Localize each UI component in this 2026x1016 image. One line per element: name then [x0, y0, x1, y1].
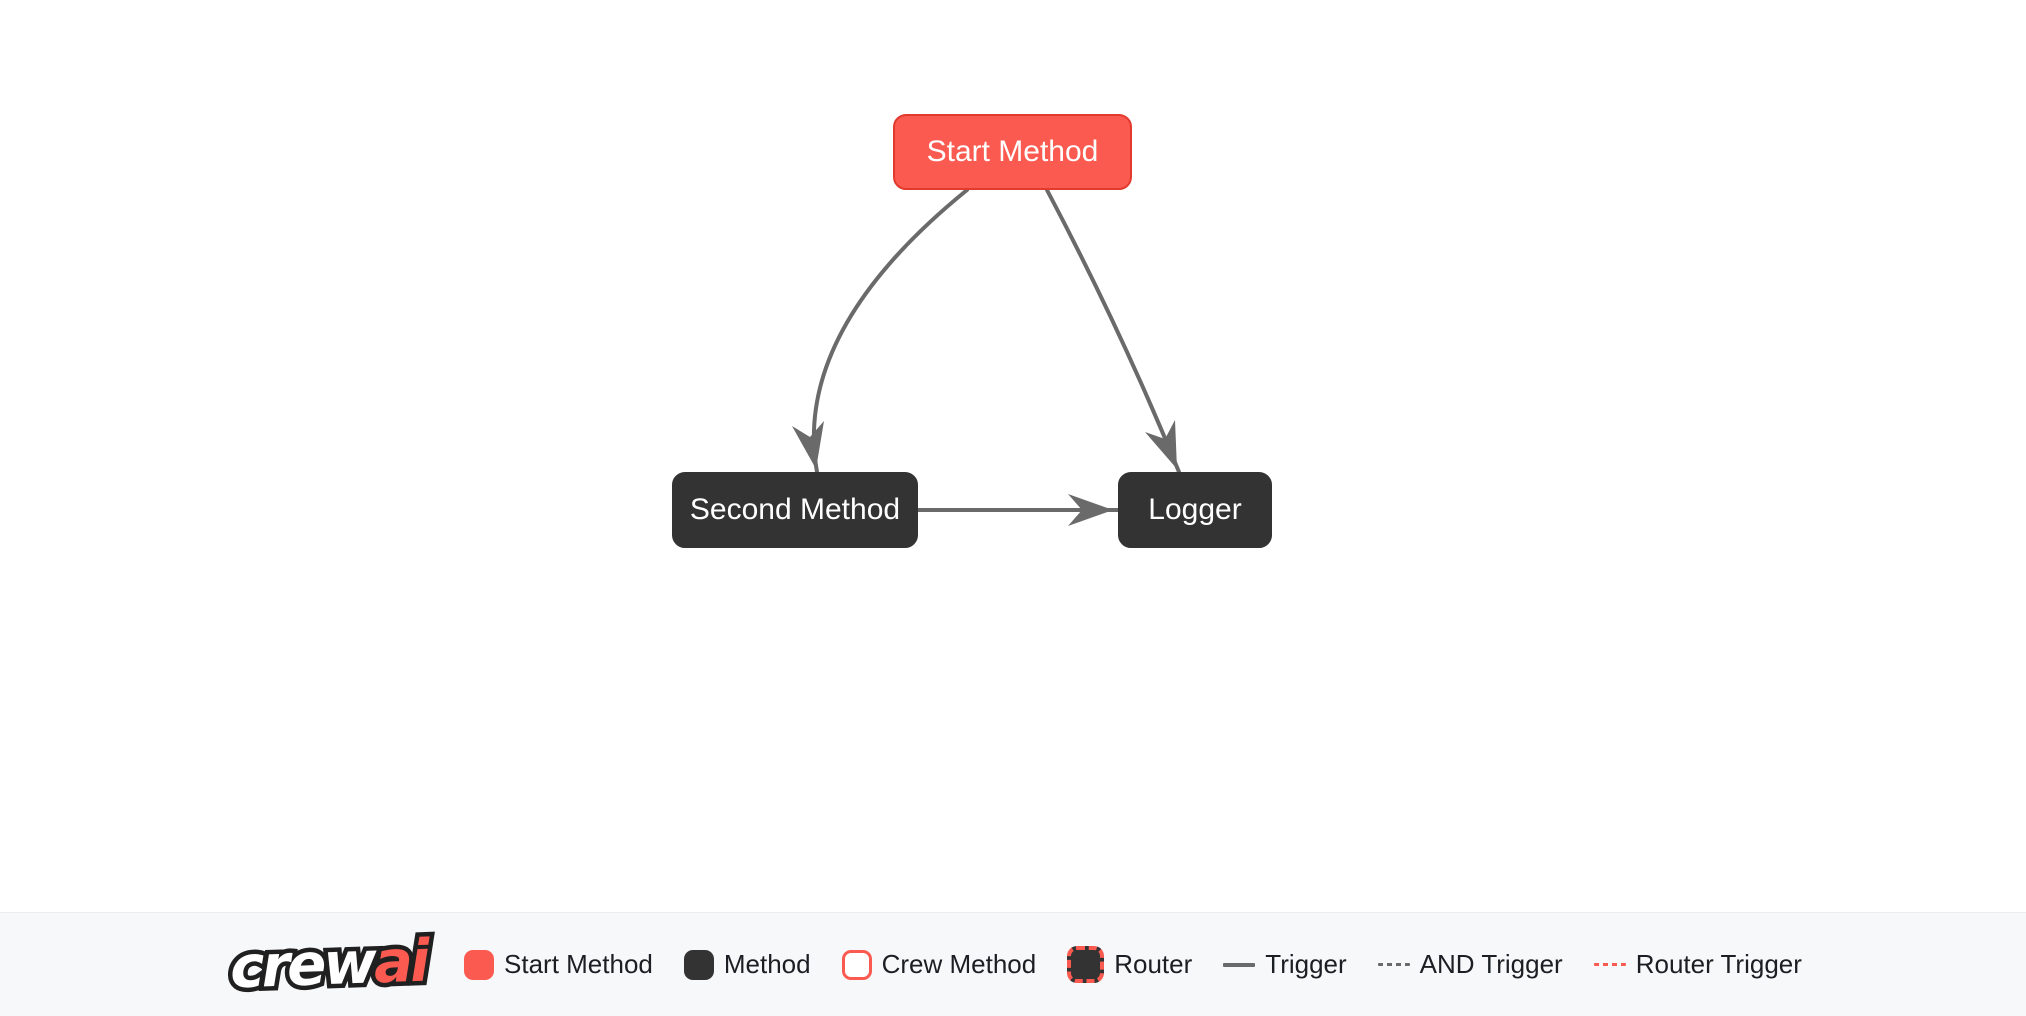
legend-and-trigger-label: AND Trigger [1419, 949, 1563, 979]
edge-second-to-logger [916, 494, 1120, 526]
legend-method-label: Method [723, 949, 811, 979]
legend-bar: crewai crewai Start Method Method Crew Met… [0, 912, 2026, 1016]
legend-trigger: Trigger [1223, 949, 1347, 980]
crewai-logo-crew: crew [228, 928, 376, 1002]
edges-layer [792, 188, 1181, 526]
legend-start-method: Start Method [464, 949, 653, 980]
legend-start-method-swatch-icon [464, 949, 495, 980]
crewai-logo-ai: ai [372, 926, 429, 996]
legend-router-trigger-swatch-icon [1593, 963, 1626, 966]
crewai-logo: crewai crewai [223, 922, 434, 1006]
node-start-method[interactable]: Start Method [893, 114, 1132, 190]
node-second-method[interactable]: Second Method [672, 472, 918, 548]
edge-start-to-logger [1045, 188, 1181, 474]
edge-start-to-second [792, 188, 969, 474]
legend-crew-method-swatch-icon [841, 949, 872, 980]
legend-crew-method: Crew Method [841, 949, 1037, 980]
edge-start-to-logger-arrowhead [1145, 420, 1177, 469]
legend-method-swatch-icon [683, 949, 714, 980]
legend-crew-method-label: Crew Method [881, 949, 1037, 979]
node-logger[interactable]: Logger [1118, 472, 1272, 548]
legend-router: Router [1067, 946, 1192, 983]
legend-and-trigger-swatch-icon [1377, 963, 1410, 966]
crewai-logo-text: crewai [228, 926, 429, 1002]
edge-second-to-logger-arrowhead [1068, 494, 1113, 526]
legend-router-swatch-icon [1067, 946, 1105, 983]
legend-router-label: Router [1114, 949, 1193, 979]
edge-start-to-second-arrowhead [792, 421, 824, 469]
legend-trigger-swatch-icon [1223, 962, 1256, 967]
legend-start-method-label: Start Method [504, 949, 653, 979]
legend-items: Start Method Method Crew Method Router Trigg… [464, 946, 1802, 983]
legend-router-trigger: Router Trigger [1593, 949, 1802, 980]
legend-router-trigger-label: Router Trigger [1635, 949, 1802, 979]
legend-trigger-label: Trigger [1265, 949, 1347, 979]
legend-and-trigger: AND Trigger [1377, 949, 1563, 980]
legend-method: Method [683, 949, 811, 980]
